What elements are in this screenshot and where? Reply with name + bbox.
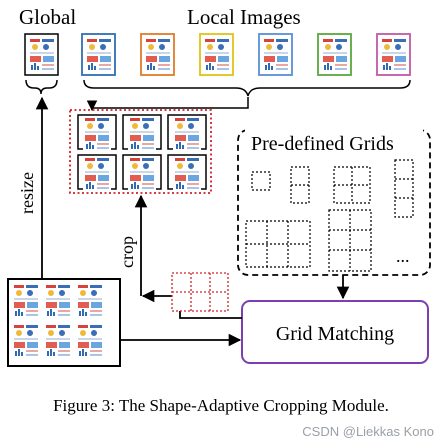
watermark: CSDN @Liekkas Kono [302, 424, 434, 439]
global-title: Global [19, 5, 76, 29]
crop-cell-6 [167, 154, 207, 192]
resize-label: resize [17, 172, 37, 214]
local-image-4 [258, 33, 293, 76]
grid-2x1 [290, 166, 310, 204]
grid-matching-label: Grid Matching [276, 323, 394, 345]
crop-cell-5 [122, 154, 162, 192]
grid-2x3-wide [245, 220, 311, 268]
global-image [24, 33, 59, 76]
cropped-grid [69, 109, 212, 194]
crop-cell-3 [167, 114, 207, 152]
grid-3x1 [394, 159, 414, 218]
figure-caption: Figure 3: The Shape-Adaptive Cropping Mo… [53, 396, 389, 415]
local-images-title: Local Images [187, 5, 301, 29]
local-image-6 [376, 33, 411, 76]
crop-label: crop [117, 236, 137, 268]
crop-cell-1 [77, 114, 117, 152]
grid-matching-box: Grid Matching [241, 300, 429, 364]
grid-2x2 [333, 166, 371, 204]
local-image-3 [199, 33, 234, 76]
local-image-5 [317, 33, 352, 76]
grids-ellipsis: ... [396, 246, 410, 266]
brace-to-crops-arrow [86, 97, 249, 112]
local-image-1 [81, 33, 116, 76]
grid-1x1 [251, 171, 271, 191]
selected-grid-icon [171, 272, 229, 312]
global-brace [25, 79, 58, 95]
local-brace [83, 79, 411, 97]
predefined-grids-box: Pre-defined Grids ... [237, 124, 431, 276]
grid-3x2 [328, 209, 372, 272]
predefined-grids-title: Pre-defined Grids [251, 133, 394, 155]
input-image [7, 278, 121, 367]
local-image-2 [140, 33, 175, 76]
crop-cell-2 [122, 114, 162, 152]
local-images-row [81, 33, 411, 76]
crop-cell-4 [77, 154, 117, 192]
